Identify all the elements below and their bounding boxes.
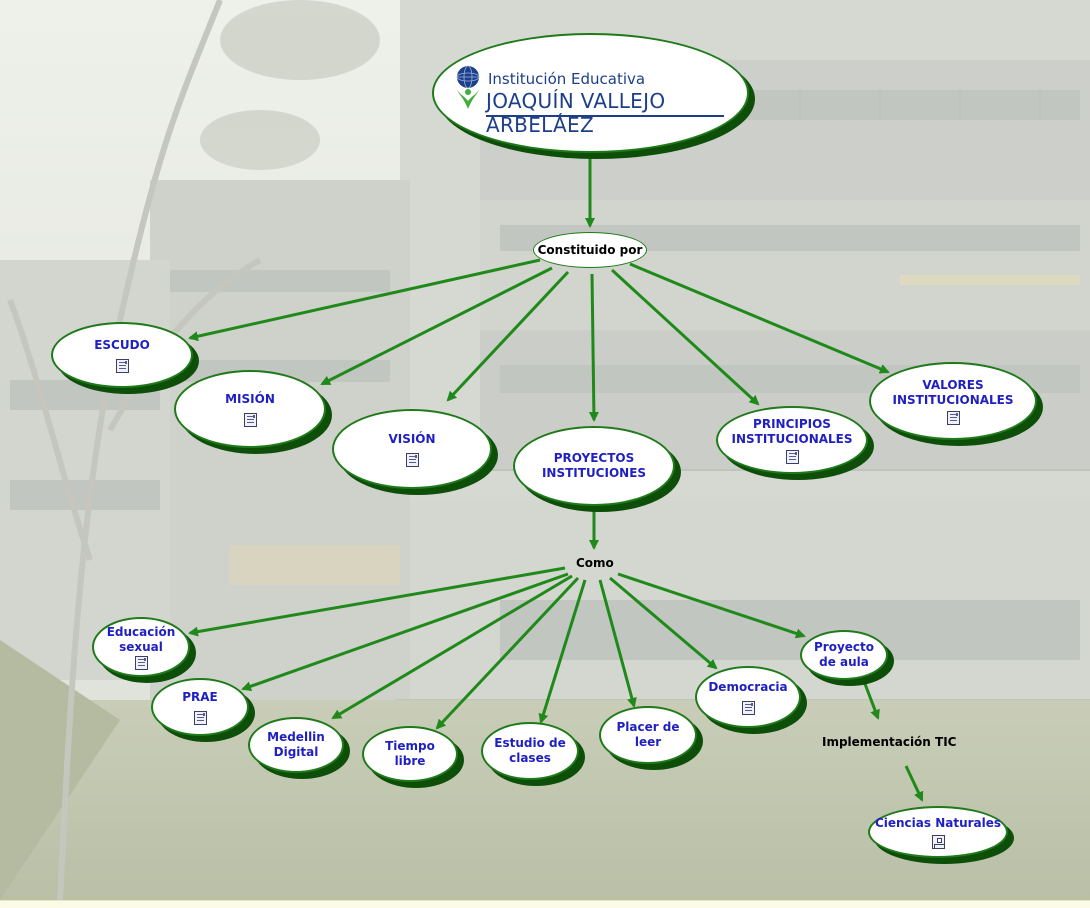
document-icon[interactable]	[193, 710, 207, 725]
node-principios-institucionales[interactable]: PRINCIPIOS INSTITUCIONALES	[716, 406, 868, 474]
edge-educacion	[188, 566, 566, 637]
node-principios-label: PRINCIPIOS INSTITUCIONALES	[731, 416, 853, 446]
edge-estudio	[538, 579, 587, 724]
edge-aula-tic	[860, 675, 880, 720]
edge-valores	[629, 262, 890, 374]
node-estudio-de-clases[interactable]: Estudio de clases	[481, 722, 579, 780]
node-valores-institucionales[interactable]: VALORES INSTITUCIONALES	[869, 362, 1037, 440]
node-proyectos-instituciones[interactable]: PROYECTOS INSTITUCIONES	[513, 426, 675, 506]
node-educacion-label: Educación sexual	[106, 624, 176, 654]
logo-school-name: JOAQUÍN VALLEJO ARBELÁEZ	[486, 89, 666, 137]
node-medellin-label: Medellin Digital	[267, 730, 325, 759]
node-ciencias-label: Ciencias Naturales	[874, 815, 1002, 830]
document-icon[interactable]	[405, 452, 419, 467]
edge-medellin	[331, 574, 573, 720]
node-medellin-digital[interactable]: Medellin Digital	[248, 717, 344, 773]
edge-democracia	[609, 576, 718, 670]
node-democracia[interactable]: Democracia	[695, 666, 801, 728]
node-placer-label: Placer de leer	[616, 720, 680, 749]
document-icon[interactable]	[785, 449, 799, 464]
node-educacion-sexual[interactable]: Educación sexual	[92, 617, 190, 677]
node-prae-label: PRAE	[182, 689, 218, 704]
node-prae[interactable]: PRAE	[151, 678, 249, 736]
link-implementacion-tic: Implementación TIC	[822, 735, 957, 749]
node-vision[interactable]: VISIÓN	[332, 409, 492, 489]
edge-escudo	[188, 258, 541, 342]
edge-principios	[610, 268, 760, 406]
edge-proyectos	[588, 273, 599, 422]
document-icon[interactable]	[134, 655, 148, 670]
node-valores-label: VALORES INSTITUCIONALES	[892, 377, 1014, 407]
edge-vision	[446, 270, 570, 402]
node-democracia-label: Democracia	[708, 679, 788, 694]
document-icon[interactable]	[115, 358, 129, 373]
node-escudo[interactable]: ESCUDO	[51, 322, 193, 388]
edge-mision	[320, 266, 553, 386]
node-tiempo-libre[interactable]: Tiempo libre	[362, 726, 458, 782]
node-placer-de-leer[interactable]: Placer de leer	[599, 706, 697, 764]
node-proyecto-aula-label: Proyecto de aula	[813, 640, 874, 669]
edge-tic-ciencias	[904, 765, 924, 802]
document-icon[interactable]	[741, 700, 755, 715]
edge-proyecto-aula	[617, 572, 806, 639]
logo-institution-label: Institución Educativa	[488, 70, 646, 88]
link-constituido-por: Constituido por	[533, 232, 647, 268]
node-proyecto-de-aula[interactable]: Proyecto de aula	[800, 630, 888, 680]
edge-tiempo	[435, 576, 580, 730]
school-emblem-icon	[456, 65, 480, 109]
node-vision-label: VISIÓN	[388, 431, 436, 446]
node-escudo-label: ESCUDO	[94, 337, 150, 352]
edge-placer	[598, 579, 637, 708]
node-proyectos-label: PROYECTOS INSTITUCIONES	[541, 451, 647, 480]
edge-prae	[241, 572, 569, 692]
node-estudio-label: Estudio de clases	[494, 736, 566, 765]
node-mision[interactable]: MISIÓN	[174, 370, 326, 448]
document-icon[interactable]	[946, 410, 960, 425]
page-bottom-border	[0, 900, 1090, 908]
node-ciencias-naturales[interactable]: Ciencias Naturales	[868, 806, 1008, 858]
node-mision-label: MISIÓN	[225, 391, 275, 406]
concept-map-icon[interactable]	[931, 834, 945, 849]
link-como: Como	[576, 556, 614, 570]
school-logo-node[interactable]: Institución Educativa JOAQUÍN VALLEJO AR…	[432, 33, 749, 153]
document-icon[interactable]	[243, 412, 257, 427]
link-constituido-label: Constituido por	[537, 243, 643, 257]
node-tiempo-label: Tiempo libre	[385, 739, 435, 768]
logo-underline	[486, 115, 724, 117]
